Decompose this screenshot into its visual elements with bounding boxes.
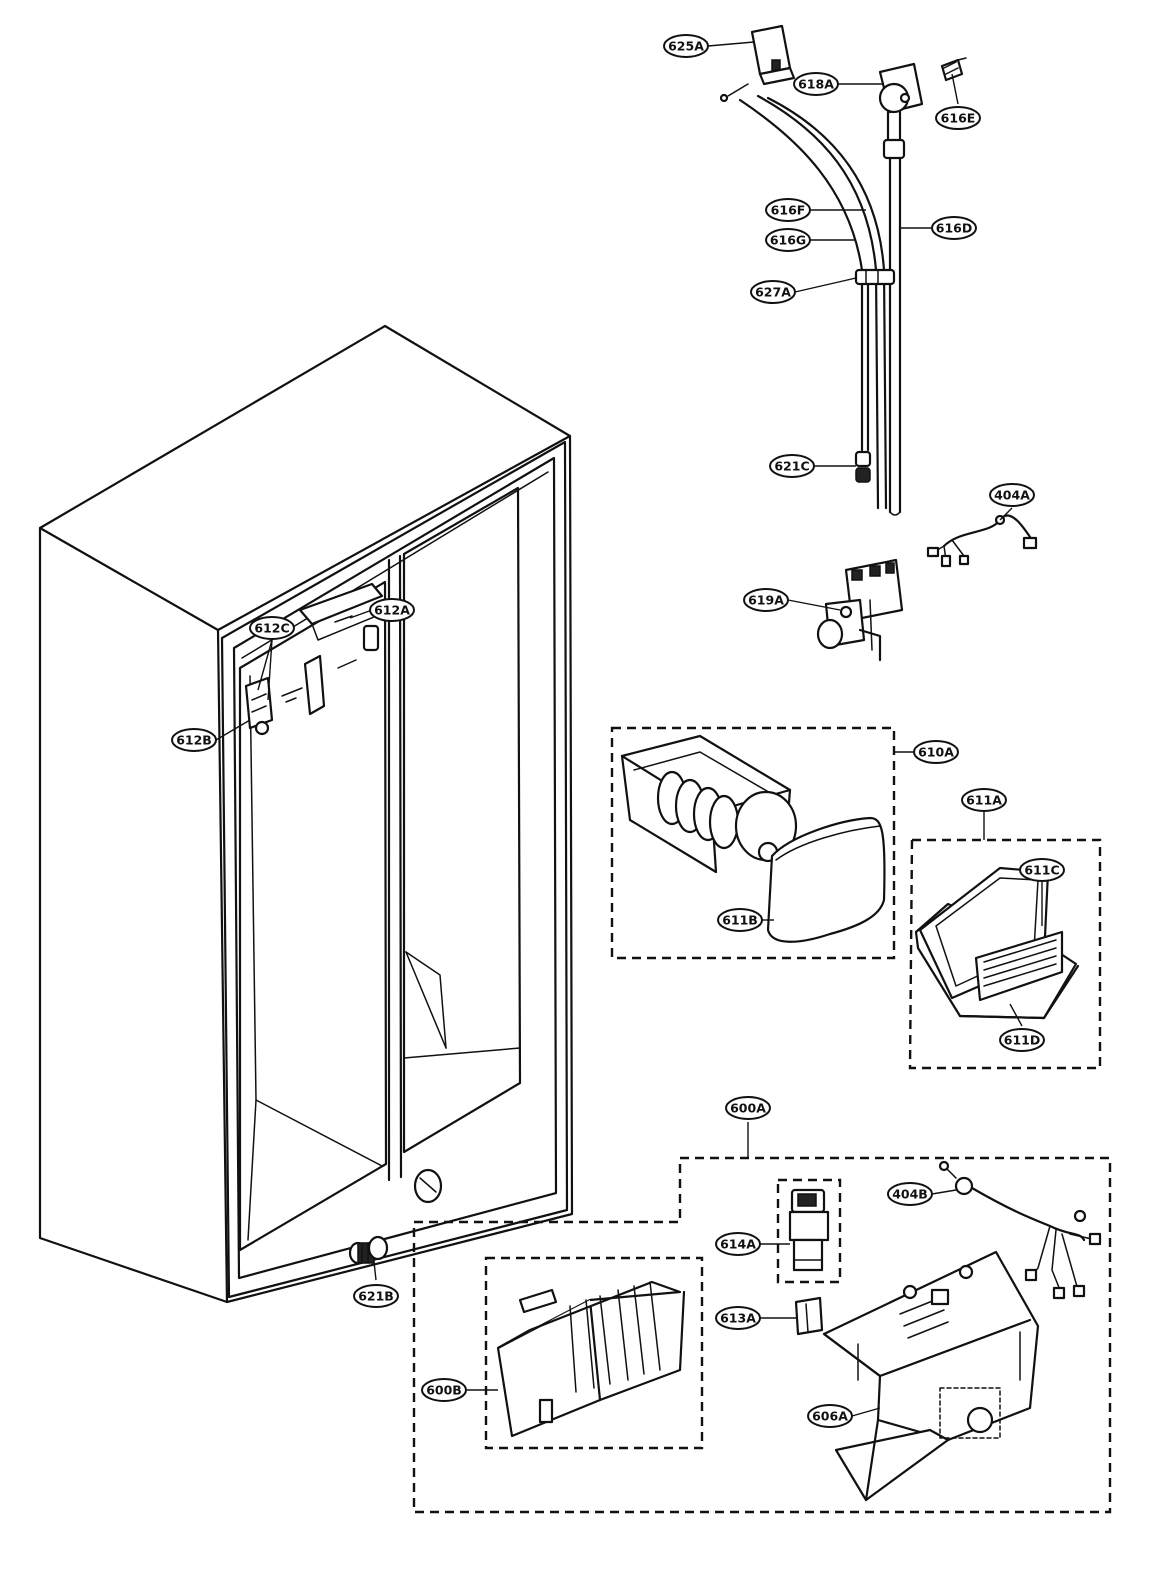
ice-maker-assembly-600a	[412, 1156, 1112, 1514]
svg-text:621B: 621B	[358, 1289, 394, 1304]
svg-text:612A: 612A	[374, 603, 410, 618]
callout-606a: 606A	[807, 1404, 853, 1428]
callout-404a: 404A	[989, 483, 1035, 507]
callout-616d: 616D	[931, 216, 977, 240]
svg-text:611B: 611B	[722, 913, 758, 928]
svg-text:600B: 600B	[426, 1383, 462, 1398]
svg-text:606A: 606A	[812, 1409, 848, 1424]
svg-text:404B: 404B	[892, 1187, 928, 1202]
ice-bin-assembly-610a	[610, 726, 896, 960]
callout-611c: 611C	[1019, 858, 1065, 882]
callout-618a: 618A	[793, 72, 839, 96]
svg-text:614A: 614A	[720, 1237, 756, 1252]
callout-614a: 614A	[715, 1232, 761, 1256]
svg-text:621C: 621C	[774, 459, 809, 474]
svg-text:618A: 618A	[798, 77, 834, 92]
callout-404b: 404B	[887, 1182, 933, 1206]
refrigerator-cabinet	[38, 324, 574, 1304]
callout-600a: 600A	[725, 1096, 771, 1120]
svg-text:619A: 619A	[748, 593, 784, 608]
dispenser-panel-611a	[908, 838, 1102, 1070]
callout-616g: 616G	[765, 228, 811, 252]
callout-619a: 619A	[743, 588, 789, 612]
svg-text:616G: 616G	[770, 233, 806, 248]
svg-text:611A: 611A	[966, 793, 1002, 808]
callout-627a: 627A	[750, 280, 796, 304]
callout-612b: 612B	[171, 728, 217, 752]
svg-text:613A: 613A	[720, 1311, 756, 1326]
svg-text:611C: 611C	[1024, 863, 1059, 878]
callout-613a: 613A	[715, 1306, 761, 1330]
svg-text:611D: 611D	[1004, 1033, 1040, 1048]
svg-text:610A: 610A	[918, 745, 954, 760]
fitting-621b	[348, 1235, 389, 1265]
svg-text:616E: 616E	[941, 111, 976, 126]
svg-text:625A: 625A	[668, 39, 704, 54]
callout-621c: 621C	[769, 454, 815, 478]
water-valve-619a	[816, 558, 904, 662]
svg-text:616F: 616F	[771, 203, 806, 218]
leader-lines	[215, 41, 1043, 1417]
callout-612c: 612C	[249, 616, 295, 640]
svg-text:616D: 616D	[936, 221, 972, 236]
callout-600b: 600B	[421, 1378, 467, 1402]
callout-625a: 625A	[663, 34, 709, 58]
callout-616e: 616E	[935, 106, 981, 130]
svg-text:612B: 612B	[176, 733, 212, 748]
callout-612a: 612A	[369, 598, 415, 622]
callout-621b: 621B	[353, 1284, 399, 1308]
svg-text:612C: 612C	[254, 621, 289, 636]
svg-text:600A: 600A	[730, 1101, 766, 1116]
callout-616f: 616F	[765, 198, 811, 222]
wire-harness-404a	[926, 514, 1038, 568]
callout-611a: 611A	[961, 788, 1007, 812]
svg-text:627A: 627A	[755, 285, 791, 300]
callout-610a: 610A	[913, 740, 959, 764]
callout-611b: 611B	[717, 908, 763, 932]
callout-611d: 611D	[999, 1028, 1045, 1052]
fill-tube-assembly	[719, 24, 967, 516]
svg-text:404A: 404A	[994, 488, 1030, 503]
